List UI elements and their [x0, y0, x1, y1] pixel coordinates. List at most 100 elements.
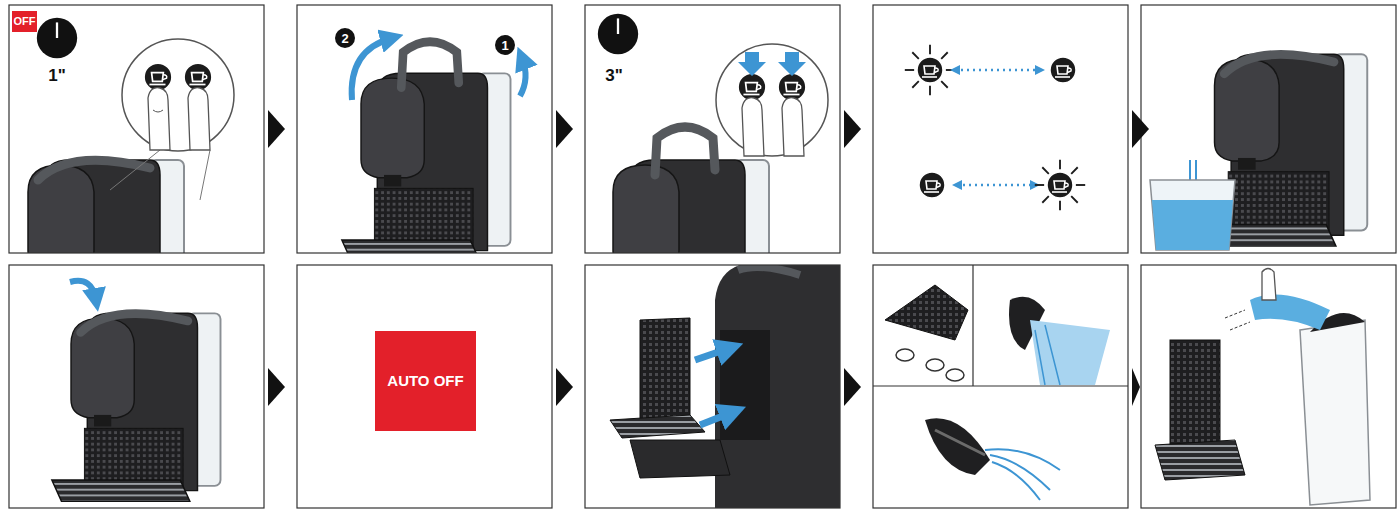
illustration-part	[38, 160, 150, 180]
illustration-part	[1230, 322, 1250, 330]
illustration-part	[1152, 200, 1233, 250]
illustration-part	[1300, 320, 1370, 505]
illustration-part	[1170, 340, 1220, 450]
illustration-part	[70, 281, 96, 300]
illustration-part	[972, 265, 973, 386]
illustration-part	[200, 150, 210, 200]
step-panel	[873, 265, 1128, 500]
off-badge: OFF	[12, 11, 37, 32]
illustration-part	[985, 449, 1060, 500]
illustration-part	[342, 73, 511, 253]
illustration-part	[640, 318, 690, 425]
illustration-part	[782, 98, 804, 156]
illustration-part	[955, 69, 1040, 72]
illustration-part	[844, 110, 861, 148]
illustration-part	[1030, 320, 1110, 385]
illustration-part	[610, 415, 705, 438]
illustration-part	[957, 184, 1035, 187]
illustration-part	[935, 430, 985, 455]
illustration-part	[110, 150, 160, 190]
auto-off-box: AUTO OFF	[375, 331, 476, 431]
illustration-part	[715, 265, 840, 508]
illustration-part	[738, 73, 766, 101]
panel-frame	[9, 5, 264, 253]
illustration-part	[335, 28, 355, 48]
illustration-part	[1262, 269, 1276, 301]
illustration-part	[778, 73, 806, 101]
illustration-part	[122, 39, 234, 151]
illustration-part	[738, 52, 766, 76]
illustration-part	[917, 57, 943, 83]
illustration-part	[655, 127, 715, 175]
illustration-part	[188, 88, 210, 150]
illustration-part	[1035, 325, 1060, 385]
callout-number: 2	[341, 32, 348, 45]
illustration-part	[695, 348, 730, 360]
panel-frame	[585, 5, 840, 253]
illustration-part	[630, 440, 730, 478]
illustration-part	[9, 160, 184, 253]
node-text: OFF	[10, 15, 40, 27]
step-panel	[905, 45, 1085, 210]
panel-frame	[297, 265, 552, 508]
illustration-part	[742, 98, 764, 156]
illustration-part	[1150, 180, 1235, 250]
illustration-part	[520, 58, 526, 96]
step-panel	[593, 14, 828, 253]
panel-frame	[297, 5, 552, 253]
panel-frame	[1141, 5, 1396, 253]
illustration-part	[738, 267, 800, 275]
duration-label: 3"	[605, 67, 623, 84]
illustration-part	[184, 63, 212, 91]
illustration-part	[598, 14, 638, 54]
illustration-part	[946, 369, 964, 381]
illustration-part	[873, 385, 1128, 386]
illustration-part	[1155, 440, 1245, 480]
illustration-part	[905, 45, 955, 95]
step-panel	[1155, 269, 1370, 506]
illustration-part	[1047, 172, 1073, 198]
step-panel	[610, 265, 840, 508]
panel-frame	[873, 265, 1128, 508]
illustration-part	[1035, 160, 1085, 210]
panel-frame	[9, 265, 264, 508]
panel-frame	[873, 5, 1128, 253]
illustration-part	[37, 18, 77, 58]
illustration-part	[495, 35, 515, 55]
illustration-part	[925, 418, 990, 475]
illustration-part	[885, 285, 968, 340]
illustration-part	[844, 368, 861, 406]
illustration-part	[700, 412, 733, 425]
illustration-part	[153, 110, 163, 112]
illustration-part	[593, 160, 769, 253]
illustration-part	[1132, 368, 1140, 406]
illustration-part	[556, 368, 573, 406]
illustration-part	[401, 42, 459, 88]
illustration-part	[52, 313, 221, 501]
duration-label: 1"	[48, 67, 66, 84]
illustration-part	[268, 368, 285, 406]
illustration-part	[896, 349, 914, 361]
illustration-part	[1225, 310, 1245, 318]
step-panel	[335, 28, 526, 253]
step-panel	[1150, 54, 1367, 250]
panel-frame	[585, 265, 840, 508]
illustration-part	[144, 63, 172, 91]
illustration-part	[778, 52, 806, 76]
illustration-part	[896, 349, 964, 381]
panel-frame	[1141, 265, 1396, 508]
illustration-part	[919, 172, 945, 198]
callout-number: 1	[501, 39, 508, 52]
illustration-part	[1132, 110, 1149, 148]
illustration-part	[1050, 57, 1076, 83]
illustration-part	[148, 88, 170, 150]
step-panel	[52, 281, 221, 501]
illustration-part	[81, 314, 188, 333]
illustration-part	[556, 110, 573, 148]
illustration-part	[926, 359, 944, 371]
illustration-part	[352, 38, 392, 100]
step-panel	[9, 18, 234, 253]
node-text: AUTO OFF	[383, 373, 467, 390]
